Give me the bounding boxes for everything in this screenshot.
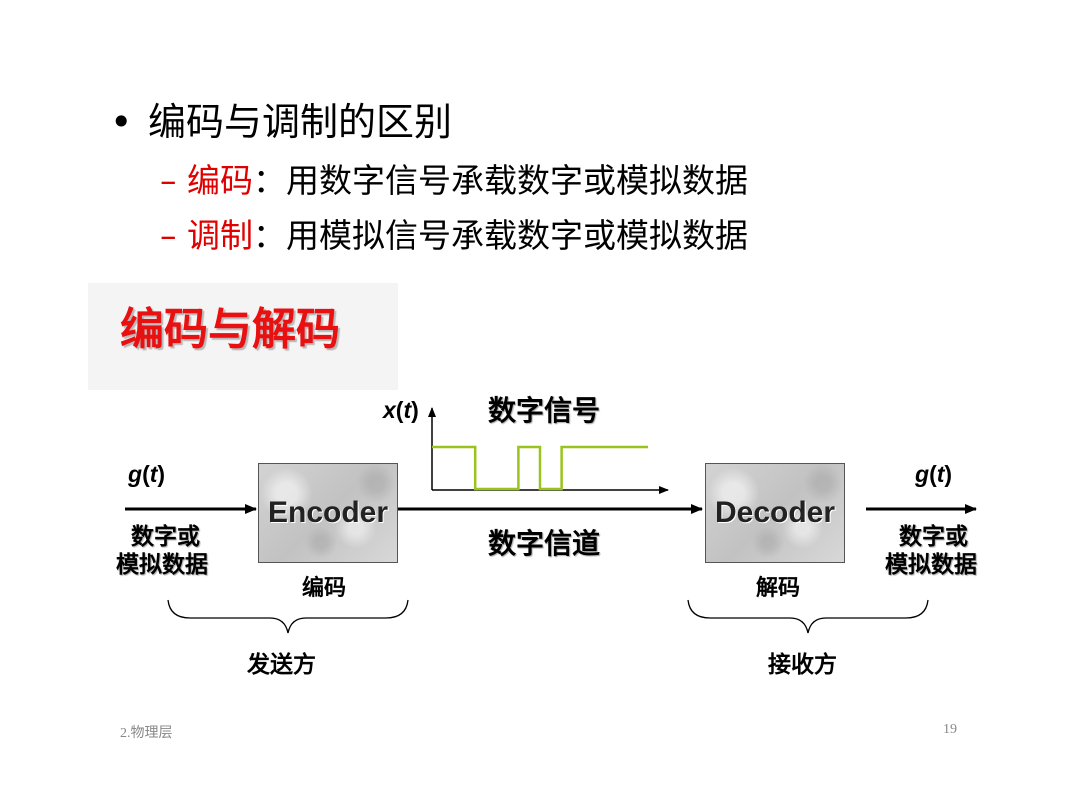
sender-brace: [167, 599, 409, 634]
output-symbol: g(t): [915, 461, 953, 487]
encoder-label: Encoder: [267, 496, 389, 529]
receiver-label: 接收方: [768, 652, 837, 678]
sender-label: 发送方: [247, 652, 316, 678]
output-desc-line1: 数字或: [899, 524, 968, 550]
sub-item-term: 调制: [187, 216, 253, 255]
input-symbol: g(t): [128, 461, 166, 487]
dash-marker: –: [160, 161, 177, 200]
sub-item-modulation: – 调制：用模拟信号承载数字或模拟数据: [160, 213, 748, 259]
bullet-marker: •: [110, 100, 133, 144]
sub-item-encoding: – 编码：用数字信号承载数字或模拟数据: [160, 158, 748, 204]
encoder-block: Encoder: [258, 463, 398, 563]
channel-label: 数字信道: [488, 527, 601, 560]
output-var: g: [915, 461, 930, 487]
decoder-cn-label: 解码: [756, 576, 801, 601]
main-bullet: • 编码与调制的区别: [110, 96, 452, 148]
decoder-block: Decoder: [705, 463, 845, 563]
signal-var: x: [383, 397, 396, 423]
receiver-brace: [687, 599, 929, 634]
input-desc-line1: 数字或: [131, 524, 200, 550]
sub-item-sep: ：: [253, 161, 286, 200]
input-desc-line2: 模拟数据: [116, 552, 208, 578]
sub-item-term: 编码: [187, 161, 253, 200]
digital-waveform: [432, 445, 648, 491]
decoder-label: Decoder: [714, 496, 836, 529]
input-var: g: [128, 461, 143, 487]
page-number: 19: [943, 722, 957, 737]
sub-item-desc: 用模拟信号承载数字或模拟数据: [286, 216, 748, 255]
dash-marker: –: [160, 216, 177, 255]
signal-name: 数字信号: [488, 394, 601, 427]
section-title-background: [88, 283, 398, 390]
signal-symbol: x(t): [383, 397, 419, 423]
output-arg: t: [936, 461, 945, 487]
main-bullet-text: 编码与调制的区别: [148, 100, 453, 144]
encoder-cn-label: 编码: [302, 576, 347, 601]
input-arg: t: [149, 461, 158, 487]
sub-item-sep: ：: [253, 216, 286, 255]
footer-chapter: 2.物理层: [120, 726, 173, 741]
sub-item-desc: 用数字信号承载数字或模拟数据: [286, 161, 748, 200]
section-title: 编码与解码: [120, 304, 340, 355]
signal-arg: t: [403, 397, 412, 423]
output-desc-line2: 模拟数据: [885, 552, 977, 578]
